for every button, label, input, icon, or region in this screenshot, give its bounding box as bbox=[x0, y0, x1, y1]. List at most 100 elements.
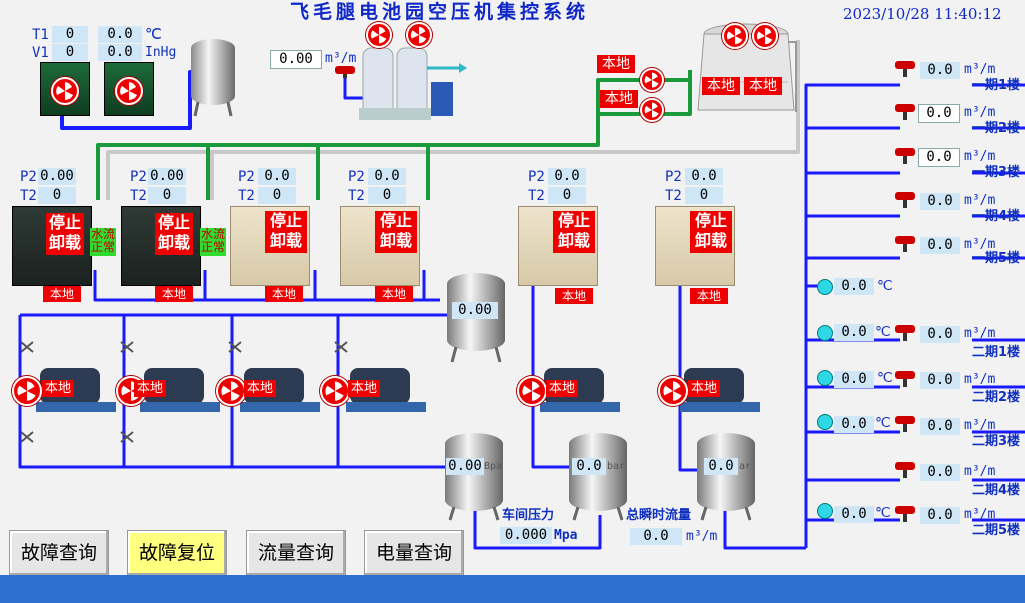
dryer-machine-icon[interactable] bbox=[355, 38, 475, 124]
compressor-3[interactable]: 停止卸载 bbox=[230, 206, 310, 286]
branch-2-flow: 0.0 bbox=[918, 104, 960, 123]
valve-icon[interactable] bbox=[228, 340, 242, 354]
compressor-6[interactable]: 停止卸载 bbox=[655, 206, 735, 286]
valve-icon[interactable] bbox=[120, 340, 134, 354]
flowmeter-icon bbox=[895, 325, 915, 341]
fault-reset-button[interactable]: 故障复位 bbox=[127, 530, 227, 576]
compressor-5-temp: 0 bbox=[548, 187, 586, 204]
fan-icon bbox=[115, 77, 143, 105]
valve-icon[interactable] bbox=[334, 340, 348, 354]
tower-mode-badge-1: 本地 bbox=[702, 77, 740, 95]
compressor-1-state: 停止卸载 bbox=[46, 213, 84, 255]
pump-5-fan-icon[interactable] bbox=[517, 376, 547, 406]
fan-icon[interactable] bbox=[640, 98, 664, 122]
branch-4-flow: 0.0 bbox=[920, 193, 960, 210]
main-temp-unit: ℃ bbox=[877, 278, 893, 294]
compressor-2-t-label: T2 bbox=[130, 188, 147, 204]
branch-8-temp-unit: ℃ bbox=[875, 415, 891, 431]
branch-10-unit: m³/m bbox=[964, 507, 996, 522]
fan-icon[interactable] bbox=[366, 22, 392, 48]
flowmeter-icon bbox=[895, 506, 915, 522]
branch-8-unit: m³/m bbox=[964, 418, 996, 433]
branch-5-flow: 0.0 bbox=[920, 237, 960, 254]
pump-4-fan-icon[interactable] bbox=[320, 376, 350, 406]
fan-icon[interactable] bbox=[640, 68, 664, 92]
temperature-sensor-icon bbox=[817, 414, 833, 430]
compressor-1[interactable]: 停止卸载 bbox=[12, 206, 92, 286]
cooler-t1-value-b: 0.0 bbox=[98, 26, 142, 43]
compressor-2-water-status: 水流正常 bbox=[200, 227, 226, 256]
branch-8-temp: 0.0 bbox=[834, 416, 874, 433]
workshop-pressure-unit: Mpa bbox=[554, 528, 578, 543]
compressor-2-mode: 本地 bbox=[155, 286, 193, 302]
receiver-tank-3-unit: ar bbox=[739, 461, 752, 472]
compressor-1-temp: 0 bbox=[38, 187, 76, 204]
pump-3-fan-icon[interactable] bbox=[216, 376, 246, 406]
compressor-2-p-label: P2 bbox=[130, 169, 147, 185]
compressor-5-p-label: P2 bbox=[528, 169, 545, 185]
pipe-network bbox=[18, 40, 1025, 550]
compressor-5-t-label: T2 bbox=[528, 188, 545, 204]
receiver-tank-main bbox=[447, 273, 505, 363]
fan-icon[interactable] bbox=[752, 23, 778, 49]
cooler-v1-value-b: 0.0 bbox=[98, 44, 142, 61]
compressor-1-t-label: T2 bbox=[20, 188, 37, 204]
temperature-sensor-icon bbox=[817, 325, 833, 341]
branch-7-unit: m³/m bbox=[964, 372, 996, 387]
compressor-2[interactable]: 停止卸载 bbox=[121, 206, 201, 286]
compressor-4-p-label: P2 bbox=[348, 169, 365, 185]
valve-icon[interactable] bbox=[120, 430, 134, 444]
pump-1-fan-icon[interactable] bbox=[12, 376, 42, 406]
branch-6-temp-unit: ℃ bbox=[875, 324, 891, 340]
flowmeter-icon bbox=[335, 66, 355, 78]
pump-6-fan-icon[interactable] bbox=[658, 376, 688, 406]
fan-icon[interactable] bbox=[406, 22, 432, 48]
branch-1-name: 一期1楼 bbox=[972, 78, 1021, 93]
branch-1-flow: 0.0 bbox=[920, 62, 960, 79]
compressor-6-pressure: 0.0 bbox=[685, 168, 723, 185]
flowmeter-icon bbox=[895, 192, 915, 208]
flowmeter-icon bbox=[895, 148, 915, 164]
fault-query-button[interactable]: 故障查询 bbox=[9, 530, 109, 576]
receiver-tank-3-value: 0.0 bbox=[704, 458, 738, 475]
branch-1-unit: m³/m bbox=[964, 62, 996, 77]
compressor-1-water-status: 水流正常 bbox=[90, 227, 116, 256]
compressor-5-pressure: 0.0 bbox=[548, 168, 586, 185]
compressor-3-temp: 0 bbox=[258, 187, 296, 204]
dryer-unit-1[interactable] bbox=[40, 62, 90, 116]
fan-icon[interactable] bbox=[722, 23, 748, 49]
branch-10-temp-unit: ℃ bbox=[875, 505, 891, 521]
compressor-5[interactable]: 停止卸载 bbox=[518, 206, 598, 286]
branch-8-flow: 0.0 bbox=[920, 418, 960, 435]
power-query-button[interactable]: 电量查询 bbox=[364, 530, 464, 576]
compressor-4-mode: 本地 bbox=[375, 286, 413, 302]
dryer-unit-2[interactable] bbox=[104, 62, 154, 116]
footer-bar bbox=[0, 575, 1025, 603]
cooler-v1-value-a: 0 bbox=[52, 44, 88, 61]
compressor-6-p-label: P2 bbox=[665, 169, 682, 185]
pump-4-mode: 本地 bbox=[348, 380, 380, 397]
compressor-2-pressure: 0.00 bbox=[148, 168, 186, 185]
branch-9-flow: 0.0 bbox=[920, 464, 960, 481]
branch-9-name: 二期4楼 bbox=[972, 483, 1021, 498]
total-flow-value: 0.0 bbox=[630, 528, 682, 545]
valve-icon[interactable] bbox=[20, 430, 34, 444]
branch-6-name: 二期1楼 bbox=[972, 345, 1021, 360]
pump-2-mode: 本地 bbox=[134, 380, 166, 397]
compressor-5-mode: 本地 bbox=[555, 288, 593, 304]
pump-1-mode: 本地 bbox=[42, 380, 74, 397]
compressor-4[interactable]: 停止卸载 bbox=[340, 206, 420, 286]
flow-query-button[interactable]: 流量查询 bbox=[246, 530, 346, 576]
branch-10-temp: 0.0 bbox=[834, 506, 874, 523]
valve-icon[interactable] bbox=[20, 340, 34, 354]
flowmeter-icon bbox=[895, 371, 915, 387]
fan-mode-badge-bottom: 本地 bbox=[600, 90, 638, 108]
compressor-3-t-label: T2 bbox=[238, 188, 255, 204]
branch-3-flow: 0.0 bbox=[918, 148, 960, 167]
branch-3-name: 一期3楼 bbox=[972, 165, 1021, 180]
branch-10-flow: 0.0 bbox=[920, 507, 960, 524]
temperature-sensor-icon bbox=[817, 279, 833, 295]
main-temp-value: 0.0 bbox=[834, 278, 874, 295]
cooler-t1-label: T1 bbox=[32, 27, 49, 43]
flowmeter-icon bbox=[895, 236, 915, 252]
